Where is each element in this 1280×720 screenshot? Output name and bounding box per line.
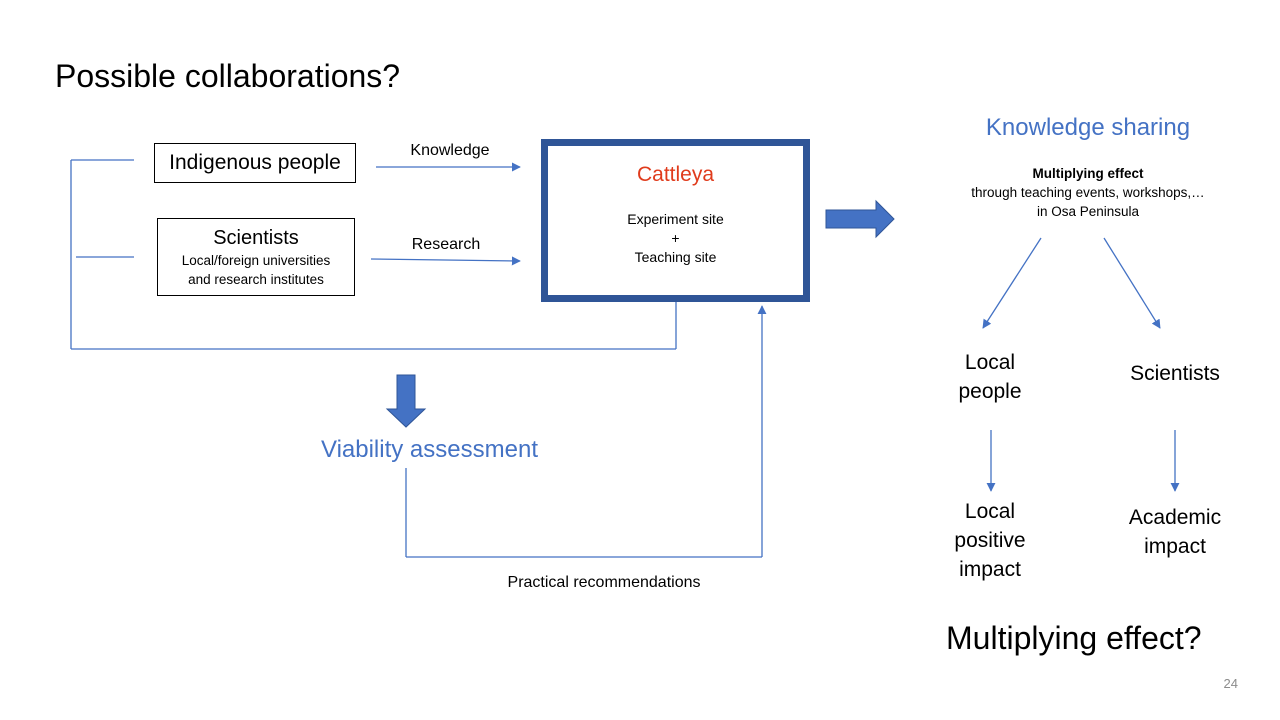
indigenous-people-box: Indigenous people <box>154 143 356 183</box>
local-positive-impact-node: Local positive impact <box>930 497 1050 584</box>
cattleya-line2: + <box>671 230 680 246</box>
viability-assessment-label: Viability assessment <box>321 436 538 463</box>
academic-impact-node: Academic impact <box>1110 503 1240 561</box>
research-arrow <box>370 256 521 266</box>
arrow-to-local-people <box>982 237 1042 329</box>
cattleya-line3: Teaching site <box>634 249 717 265</box>
research-label: Research <box>411 236 481 253</box>
local-impact-line3: impact <box>959 558 1021 581</box>
multiplying-effect-bold: Multiplying effect <box>1032 166 1144 181</box>
scientists-box-line2: and research institutes <box>188 272 324 287</box>
block-arrow-down <box>385 374 427 428</box>
block-arrow-right <box>825 199 895 239</box>
academic-impact-line2: impact <box>1144 535 1206 558</box>
multiplying-effect-line2: through teaching events, workshops,… <box>971 185 1205 200</box>
knowledge-sharing-heading: Knowledge sharing <box>985 114 1191 141</box>
arrow-to-scientists <box>1103 237 1161 329</box>
cattleya-line1: Experiment site <box>627 211 724 227</box>
local-impact-line1: Local <box>964 500 1016 523</box>
practical-recommendations-label: Practical recommendations <box>507 574 701 591</box>
scientists-node: Scientists <box>1130 362 1220 385</box>
cattleya-box: Cattleya Experiment site + Teaching site <box>541 139 810 302</box>
multiplying-effect-note: Multiplying effect through teaching even… <box>940 164 1236 221</box>
scientists-box-line1: Local/foreign universities <box>181 253 331 268</box>
local-people-node: Local people <box>930 348 1050 406</box>
multiplying-effect-line3: in Osa Peninsula <box>1036 204 1140 219</box>
slide-title: Possible collaborations? <box>55 58 401 94</box>
local-impact-line2: positive <box>954 529 1026 552</box>
local-people-line2: people <box>958 380 1022 403</box>
scientists-box-title: Scientists <box>213 227 299 249</box>
scientists-box: Scientists Local/foreign universities an… <box>157 218 355 296</box>
multiplying-effect-question: Multiplying effect? <box>946 620 1202 656</box>
local-people-line1: Local <box>964 351 1016 374</box>
academic-impact-line1: Academic <box>1128 506 1222 529</box>
page-number: 24 <box>1223 676 1238 691</box>
cattleya-name: Cattleya <box>636 163 715 186</box>
knowledge-label: Knowledge <box>410 142 490 159</box>
